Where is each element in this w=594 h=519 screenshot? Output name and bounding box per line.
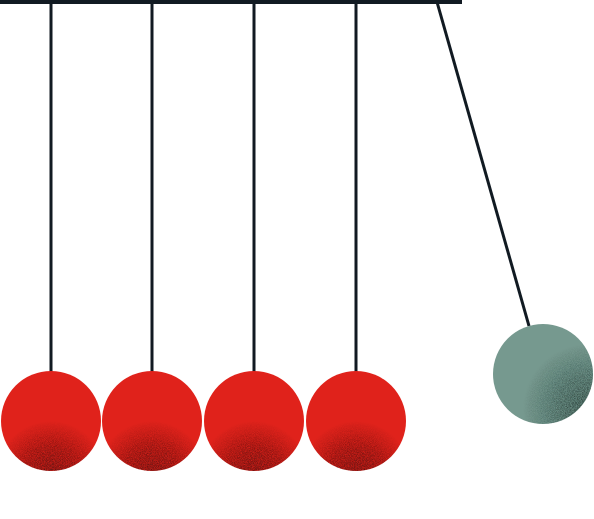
string-5 (435, 1, 531, 327)
ball-1 (1, 371, 101, 471)
frame-bar (0, 0, 462, 4)
ball-5 (493, 324, 593, 424)
ball-2 (102, 371, 202, 471)
ball-3 (204, 371, 304, 471)
ball-4 (306, 371, 406, 471)
